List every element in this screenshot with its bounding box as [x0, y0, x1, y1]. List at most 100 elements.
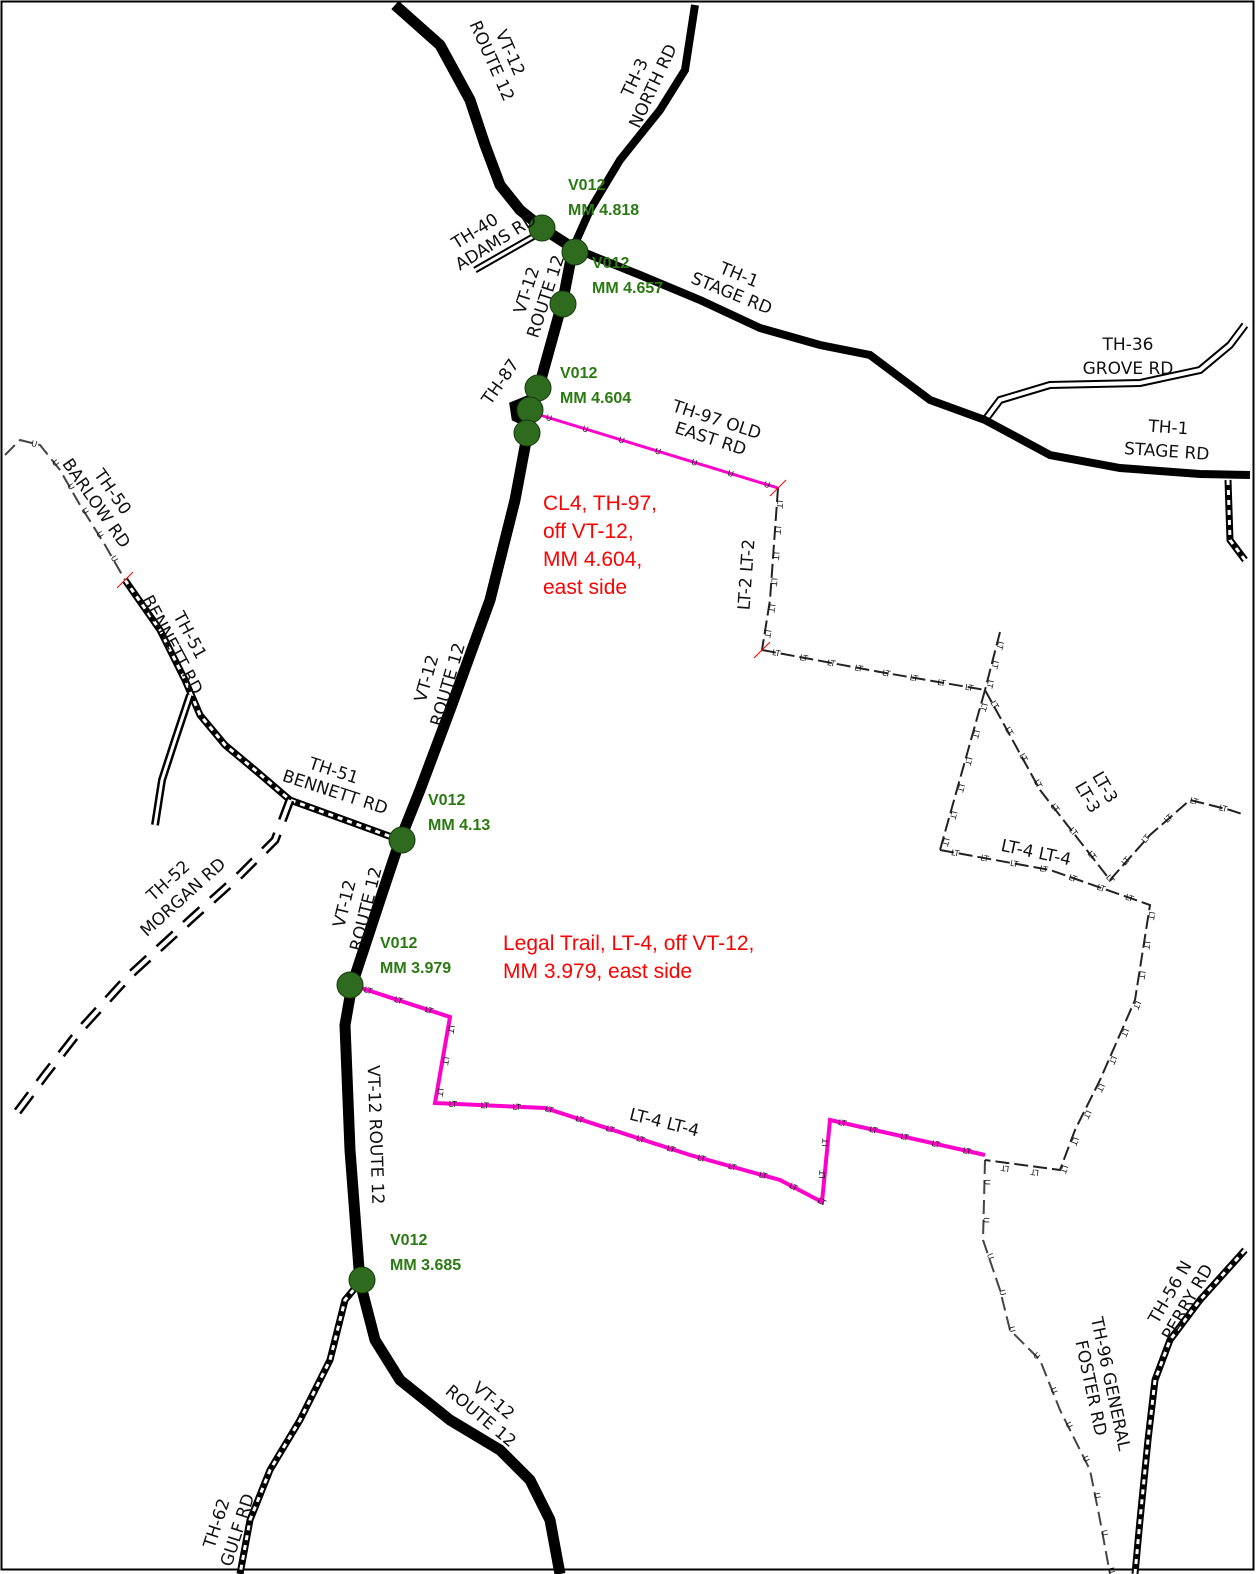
trail-tick-lt: LT — [964, 683, 974, 693]
trail-tick-u: U — [763, 480, 771, 490]
milemarker-dot-3685[interactable] — [348, 1266, 376, 1294]
trail-tick-lt: LT — [440, 1056, 450, 1066]
trail-tick-lt: LT — [854, 663, 864, 673]
trail-tick-lt: LT — [1009, 859, 1019, 869]
milemarker-dot-3979[interactable] — [336, 971, 364, 999]
segment-end-markers — [116, 479, 787, 659]
trail-tick-lt: LT — [1000, 1163, 1009, 1173]
trail-tick-lt: LT — [821, 1138, 831, 1147]
trail-tick-lt: LT — [1124, 893, 1135, 904]
trail-tick-lt: LT — [948, 810, 959, 820]
th36-label-1: TH-36 — [1102, 335, 1154, 355]
trail-tick-lt: LT — [775, 500, 785, 509]
trail-tick-lt: LT — [971, 729, 982, 739]
trail-tick-lt: LT — [1096, 883, 1107, 894]
trail-tick-lt: LT — [758, 1170, 768, 1181]
trail-tick-u: U — [985, 1252, 995, 1261]
th50-road-u — [4, 438, 126, 581]
th1-label-b1: TH-1 — [1147, 417, 1189, 440]
legal-note-0: Legal Trail, LT-4, off VT-12, — [503, 932, 754, 955]
th1-south-road — [1224, 479, 1248, 563]
trail-tick-lt: LT — [363, 985, 374, 996]
lt-west-trail — [939, 689, 986, 851]
mm-route-0: V012 — [568, 177, 605, 194]
trail-tick-lt: LT — [423, 1005, 434, 1016]
cl4-note-1: off VT-12, — [543, 520, 634, 543]
milemarker-dot-4818[interactable] — [528, 214, 556, 242]
trail-tick-lt: LT — [771, 552, 781, 561]
trail-tick-lt: LT — [1030, 1167, 1039, 1177]
trail-tick-lt: LT — [1142, 940, 1152, 950]
th1-road — [571, 244, 1251, 479]
mm-route-1: V012 — [592, 255, 629, 272]
trail-tick-lt: LT — [1131, 999, 1143, 1010]
trail-tick-lt: LT — [767, 603, 777, 613]
trail-tick-lt: LT — [837, 1118, 847, 1129]
trail-tick-lt: LT — [1032, 778, 1044, 790]
trail-tick-u: U — [1031, 1351, 1042, 1362]
vt12-label-e: VT-12 ROUTE 12 — [363, 1065, 388, 1205]
trail-tick-u: U — [617, 435, 625, 445]
trail-tick-lt: LT — [480, 1101, 489, 1110]
trail-tick-lt: LT — [1119, 1027, 1131, 1038]
trail-tick-lt: LT — [1069, 1136, 1080, 1147]
trail-tick-lt: LT — [937, 678, 947, 688]
trail-tick-lt: LT — [1017, 752, 1029, 764]
trail-tick-lt: LT — [435, 1087, 445, 1097]
trail-tick-u: U — [1007, 1325, 1017, 1333]
cl4-note-2: MM 4.604, — [543, 548, 642, 571]
trail-tick-lt: LT — [868, 1125, 878, 1136]
milemarker-dot-4657b[interactable] — [549, 290, 577, 318]
legal-note-1: MM 3.979, east side — [503, 960, 692, 983]
cl4-note-3: east side — [543, 576, 627, 599]
milemarker-dot-4657[interactable] — [561, 238, 589, 266]
lt2-label: LT-2 LT-2 — [735, 538, 760, 610]
trail-tick-lt: LT — [773, 526, 783, 535]
trail-tick-u: U — [1106, 1567, 1116, 1574]
mm-value-0: MM 4.818 — [568, 202, 639, 219]
lt3-trail — [984, 689, 1246, 882]
trail-tick-lt: LT — [635, 1134, 646, 1145]
milemarker-dot-4604c[interactable] — [513, 419, 541, 447]
trail-tick-lt: LT — [818, 1170, 828, 1179]
trail-tick-lt: LT — [980, 853, 990, 863]
trail-tick-lt: LT — [909, 673, 919, 683]
mm-value-4: MM 3.979 — [380, 960, 451, 977]
trail-tick-u: U — [654, 446, 662, 456]
trail-tick-u: U — [79, 506, 90, 516]
trail-tick-lt: LT — [940, 837, 951, 847]
th3-road — [569, 4, 699, 250]
trail-tick-u: U — [581, 424, 589, 434]
trail-tick-lt: LT — [446, 1024, 456, 1034]
trail-tick-lt: LT — [962, 1146, 972, 1157]
trail-tick-lt: LT — [393, 995, 404, 1006]
cl4-highlight — [529, 410, 779, 490]
trail-tick-u: U — [1048, 1386, 1059, 1395]
trail-tick-lt: LT — [696, 1153, 706, 1164]
trail-tick-lt: LT — [448, 1100, 457, 1109]
milemarker-dot-413[interactable] — [388, 826, 416, 854]
mm-route-3: V012 — [428, 792, 465, 809]
trail-tick-u: U — [997, 1289, 1007, 1297]
mm-route-5: V012 — [390, 1232, 427, 1249]
trail-tick-lt: LT — [881, 668, 891, 678]
trail-tick-u: U — [1080, 1454, 1091, 1463]
trail-tick-lt: LT — [900, 1132, 910, 1143]
trail-tick-lt: LT — [990, 660, 1001, 670]
milemarker-dot-4604b[interactable] — [516, 396, 544, 424]
mm-route-4: V012 — [380, 935, 417, 952]
trail-tick-lt: LT — [1058, 1164, 1069, 1175]
trail-tick-u: U — [30, 439, 38, 449]
th62-road — [236, 1279, 363, 1574]
trail-tick-u: U — [94, 530, 105, 540]
trail-tick-lt: LT — [826, 658, 836, 668]
th36-label-2: GROVE RD — [1083, 359, 1174, 379]
mm-value-5: MM 3.685 — [390, 1257, 461, 1274]
trail-tick-lt: LT — [1081, 1109, 1093, 1121]
th52-road — [11, 798, 295, 1118]
lt4-highlight — [351, 983, 986, 1206]
th51-road — [122, 577, 402, 844]
